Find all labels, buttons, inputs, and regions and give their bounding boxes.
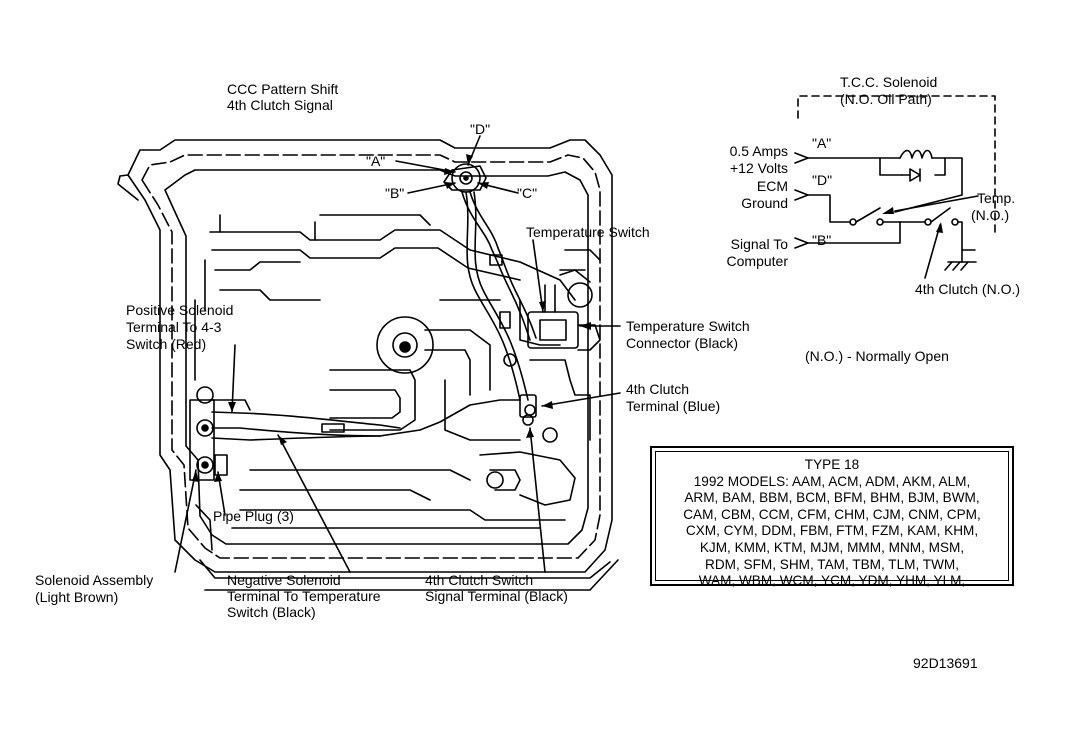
terminal-a-label: "A": [366, 153, 386, 169]
fourth-clutch-terminal-label-2: Terminal (Blue): [626, 398, 721, 414]
temp-no-label-2: (N.O.): [971, 207, 1010, 223]
volts-label: +12 Volts: [730, 160, 788, 176]
tcc-solenoid-label: T.C.C. Solenoid: [840, 74, 938, 90]
temperature-switch: [527, 269, 601, 351]
solenoid-assembly-label-1: Solenoid Assembly: [35, 572, 154, 588]
fourth-clutch-switch-label-2: Signal Terminal (Black): [425, 588, 568, 604]
negative-solenoid-label-2: Terminal To Temperature: [227, 588, 381, 604]
pin-a-label: "A": [812, 135, 832, 151]
models-list: TYPE 18 1992 MODELS: AAM, ACM, ADM, AKM,…: [655, 451, 1009, 588]
models-line: CXM, CYM, DDM, FBM, FTM, FZM, KAM, KHM,: [685, 523, 979, 539]
arrowheads: [192, 154, 591, 482]
tcc-oil-path-label: (N.O. Oil Path): [840, 91, 932, 107]
pin-d-label: "D": [812, 172, 833, 188]
ground-label: Ground: [741, 195, 788, 211]
tcc-schematic: [794, 95, 996, 279]
transmission-case-outline: [117, 139, 619, 591]
solenoid-assembly-label-2: (Light Brown): [35, 589, 119, 605]
ccc-pattern-shift-label: CCC Pattern Shift: [227, 81, 339, 97]
models-box: TYPE 18 1992 MODELS: AAM, ACM, ADM, AKM,…: [650, 446, 1014, 588]
temp-switch-connector-label-2: Connector (Black): [626, 335, 739, 351]
leader-lines: [174, 135, 621, 573]
pipe-plug-label: Pipe Plug (3): [213, 508, 294, 524]
models-line: WAM, WBM, WCM, YCM, YDM, YHM, YLM,: [698, 573, 966, 589]
positive-solenoid-label-3: Switch (Red): [126, 336, 207, 352]
temp-switch-connector-label-1: Temperature Switch: [626, 318, 750, 334]
models-line: RDM, SFM, SHM, TAM, TBM, TLM, TWM,: [705, 556, 959, 572]
models-line: KJM, KMM, KTM, MJM, MMM, MNM, MSM,: [699, 539, 965, 555]
schematic-arrowheads: [882, 207, 943, 233]
models-line: CAM, CBM, CCM, CFM, CHM, CJM, CNM, CPM,: [683, 506, 981, 522]
harness-connector: [443, 163, 537, 401]
type-heading: TYPE 18: [804, 457, 860, 472]
solenoid-wires: [189, 394, 537, 481]
figure-id: 92D13691: [913, 655, 978, 671]
amps-label: 0.5 Amps: [729, 143, 788, 159]
terminal-c-label: "C": [517, 185, 538, 201]
fourth-clutch-terminal-label-1: 4th Clutch: [626, 381, 690, 397]
ecm-label: ECM: [756, 178, 788, 194]
negative-solenoid-label-3: Switch (Black): [227, 604, 316, 620]
temperature-switch-label: Temperature Switch: [526, 224, 650, 240]
models-line: 1992 MODELS: AAM, ACM, ADM, AKM, ALM,: [693, 473, 971, 489]
models-line: ARM, BAM, BBM, BCM, BFM, BHM, BJM, BWM,: [684, 490, 980, 506]
normally-open-legend: (N.O.) - Normally Open: [805, 348, 949, 364]
terminal-d-label: "D": [470, 121, 491, 137]
fourth-clutch-signal-label: 4th Clutch Signal: [227, 97, 333, 113]
terminal-b-label: "B": [385, 185, 405, 201]
fourth-clutch-switch-label-1: 4th Clutch Switch: [425, 572, 534, 588]
fourth-clutch-no-label: 4th Clutch (N.O.): [915, 281, 1021, 297]
negative-solenoid-label-1: Negative Solenoid: [227, 572, 341, 588]
pin-b-label: "B": [812, 232, 832, 248]
valve-body-channels: [194, 214, 601, 529]
positive-solenoid-label-2: Terminal To 4-3: [126, 319, 222, 335]
signal-to-label: Signal To: [730, 236, 788, 252]
computer-label: Computer: [726, 253, 788, 269]
positive-solenoid-label-1: Positive Solenoid: [126, 302, 234, 318]
temp-no-label-1: Temp.: [977, 190, 1016, 206]
valve-body-bolts: [196, 282, 593, 489]
